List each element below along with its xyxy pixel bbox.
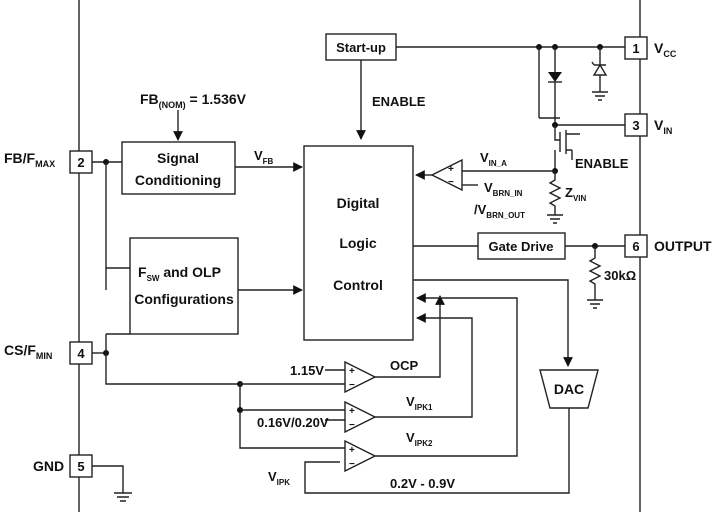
- vin-comparator: [430, 158, 463, 192]
- vbrn-out-label: /VBRN_OUT: [474, 202, 525, 220]
- r30k-label: 30kΩ: [604, 268, 636, 283]
- signal-line-1: Signal: [157, 150, 199, 166]
- vbrn-in-label: VBRN_IN: [484, 180, 523, 198]
- pin-1-vcc: 1 VCC: [624, 36, 677, 60]
- svg-text:+: +: [448, 164, 454, 175]
- output-resistor: [588, 246, 602, 300]
- vin-a-label: VIN_A: [480, 150, 507, 168]
- v115-label: 1.15V: [290, 363, 324, 378]
- fsw-olp-block: [129, 237, 239, 335]
- pin-4-label: CS/FMIN: [4, 342, 52, 361]
- ic-outline: [78, 0, 641, 512]
- enable-right-label: ENABLE: [575, 156, 629, 171]
- pin-4-cs: 4 CS/FMIN: [4, 341, 93, 365]
- pin-5-label: GND: [33, 458, 64, 474]
- ocp-comparator: [344, 360, 377, 394]
- pin-6-output: 6 OUTPUT: [624, 234, 712, 258]
- svg-text:+: +: [349, 445, 355, 456]
- digital-logic-control-block: [303, 145, 414, 341]
- fsw-line-1: FSW and OLP: [138, 264, 221, 283]
- vipk2-label: VIPK2: [406, 430, 433, 448]
- svg-text:−: −: [349, 459, 355, 470]
- pin-1-label: VCC: [654, 40, 677, 59]
- pin-1-number: 1: [632, 41, 639, 56]
- signal-conditioning-block: [121, 141, 236, 195]
- ocp-label: OCP: [390, 358, 419, 373]
- pin-2-fb: 2 FB/FMAX: [4, 150, 93, 174]
- svg-text:+: +: [349, 366, 355, 377]
- diode-symbol: [548, 72, 562, 82]
- pin-3-vin: 3 VIN: [624, 113, 672, 137]
- svg-text:−: −: [349, 380, 355, 391]
- vipk2-comparator: [344, 439, 377, 473]
- fb-nom-label: FB(NOM) = 1.536V: [140, 91, 247, 110]
- zvin-resistor: [548, 171, 562, 215]
- pin-6-label: OUTPUT: [654, 238, 712, 254]
- signal-line-2: Conditioning: [135, 172, 221, 188]
- pin-2-label: FB/FMAX: [4, 150, 55, 169]
- pin-2-number: 2: [77, 155, 84, 170]
- pin-5-gnd: 5 GND: [33, 454, 93, 478]
- svg-text:−: −: [448, 177, 454, 188]
- zener-symbol: [591, 47, 608, 101]
- pin-3-label: VIN: [654, 117, 672, 136]
- pin-3-number: 3: [632, 118, 639, 133]
- pin-5-number: 5: [77, 459, 84, 474]
- v016-label: 0.16V/0.20V: [257, 415, 329, 430]
- gate-drive-label: Gate Drive: [488, 239, 553, 254]
- fsw-line-2: Configurations: [134, 291, 234, 307]
- dac-block: [539, 369, 599, 409]
- startup-label: Start-up: [336, 40, 386, 55]
- vipk1-comparator: [344, 400, 377, 434]
- logic-line-2: Logic: [339, 235, 377, 251]
- dac-label: DAC: [554, 381, 584, 397]
- logic-line-1: Digital: [337, 195, 380, 211]
- enable-top-label: ENABLE: [372, 94, 426, 109]
- gate-drive-block: [477, 232, 566, 260]
- svg-text:−: −: [349, 420, 355, 431]
- vfb-label: VFB: [254, 148, 274, 166]
- logic-line-3: Control: [333, 277, 383, 293]
- range-label: 0.2V - 0.9V: [390, 476, 455, 491]
- enable-transistor: [539, 117, 580, 160]
- pin-6-number: 6: [632, 239, 639, 254]
- vipk1-label: VIPK1: [406, 394, 433, 412]
- zvin-label: ZVIN: [565, 185, 587, 203]
- vipk-label: VIPK: [268, 469, 290, 487]
- svg-text:+: +: [349, 406, 355, 417]
- pin-4-number: 4: [77, 346, 85, 361]
- ground-symbol-pin5: [92, 465, 132, 502]
